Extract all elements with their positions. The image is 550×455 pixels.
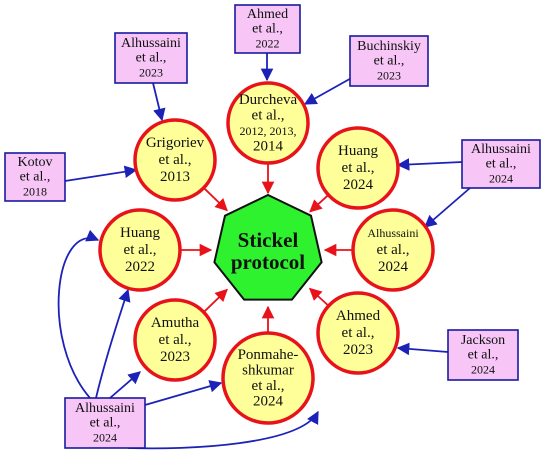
arrow-alhussaini-bottom-to-amutha: [109, 371, 141, 399]
circle-shape: [221, 331, 315, 425]
circle-durcheva-line-4: 2014: [253, 138, 284, 154]
circle-ponmahe-line-1: Ponmahe-: [238, 347, 299, 363]
circle-huang-2022-line-2: et al.,: [124, 242, 157, 258]
circle-huang-2022-line-1: Huang: [120, 225, 160, 241]
box-ahmed-2022-line-1: Ahmed: [247, 7, 288, 22]
circle-huang-2024-line-3: 2024: [343, 177, 374, 193]
circle-durcheva-line-1: Durcheva: [239, 92, 298, 108]
box-buchinskiy-line-1: Buchinskiy: [357, 39, 421, 54]
circle-shape: [316, 291, 400, 375]
arrow-kotov-to-grigoriev: [64, 165, 138, 182]
circle-huang-2022-line-3: 2022: [125, 259, 155, 275]
arrow-alhussaini-right-to-huang-2024: [396, 158, 463, 171]
arrow-amutha-to-hub: [203, 288, 228, 313]
arrow-alhussaini-bottom-to-ponmahe-loop: [127, 410, 319, 450]
circle-huang-2024-line-1: Huang: [338, 143, 378, 159]
circle-shape: [316, 126, 400, 210]
circle-alhussaini-right-line-2: et al.,: [377, 242, 410, 258]
arrow-ahmed-2023-to-hub: [308, 287, 330, 307]
box-shape: [4, 152, 66, 202]
box-jackson-line-1: Jackson: [461, 333, 505, 348]
box-jackson-line-2: et al.,: [468, 348, 499, 363]
box-kotov-line-3: 2018: [23, 185, 47, 199]
circle-amutha-line-2: et al.,: [159, 332, 192, 348]
box-alhussaini-2023-line-3: 2023: [139, 66, 163, 80]
circle-ponmahe-line-3: et al.,: [252, 378, 285, 394]
box-ahmed-2022-line-2: et al.,: [252, 22, 283, 37]
circle-ponmahe-line-4: 2024: [253, 393, 284, 409]
box-shape: [234, 4, 301, 54]
box-alhussaini-2024-bottom-line-2: et al.,: [90, 416, 121, 431]
arrow-jackson-to-ahmed-2023: [396, 342, 449, 356]
arrow-alhussaini-bottom-to-huang-2022-low: [95, 288, 131, 399]
arrow-alhussaini-right-to-alhussaini-circle: [424, 187, 471, 228]
circle-alhussaini-right-line-1: Alhussaini: [367, 226, 419, 240]
box-alhussaini-2024-right-line-3: 2024: [489, 172, 513, 186]
box-ahmed-2022-line-3: 2022: [256, 37, 280, 51]
circle-durcheva-line-3: 2012, 2013,: [240, 124, 297, 138]
circle-shape: [133, 118, 217, 202]
circle-huang-2024-line-2: et al.,: [342, 160, 375, 176]
circle-grigoriev-line-2: et al.,: [159, 152, 192, 168]
circle-durcheva-line-2: et al.,: [252, 107, 285, 123]
circle-amutha-line-3: 2023: [160, 349, 190, 365]
circle-shape: [98, 208, 182, 292]
box-shape: [114, 32, 188, 84]
arrow-alhussaini-bottom-to-ponmahe: [144, 380, 223, 406]
box-buchinskiy-line-2: et al.,: [374, 54, 405, 69]
box-shape: [447, 329, 519, 381]
box-alhussaini-2024-bottom-line-1: Alhussaini: [75, 401, 135, 416]
circle-node-alhussaini-right: Alhussaini et al.,2024: [351, 208, 435, 292]
arrow-alhussaini-2023-to-grigoriev: [152, 82, 166, 122]
circle-grigoriev-line-3: 2013: [160, 169, 190, 185]
circle-ahmed-2023-line-3: 2023: [343, 342, 373, 358]
circle-ahmed-2023-line-1: Ahmed: [336, 308, 381, 324]
box-alhussaini-2024-right-line-2: et al.,: [486, 157, 517, 172]
arrow-huang-2024-to-hub: [309, 194, 330, 213]
box-jackson-line-3: 2024: [471, 363, 495, 377]
circle-ponmahe-line-2: shkumar: [242, 362, 294, 378]
circle-amutha-line-1: Amutha: [151, 315, 200, 331]
box-alhussaini-2023-line-2: et al.,: [136, 51, 167, 66]
box-alhussaini-2024-bottom-line-3: 2024: [93, 431, 117, 445]
hub-heptagon: [213, 193, 323, 301]
arrow-alhussaini-bottom-to-huang-2022: [57, 229, 100, 399]
arrow-grigoriev-to-hub: [203, 187, 228, 212]
circle-shape: [226, 81, 310, 165]
box-kotov-line-1: Kotov: [18, 155, 53, 170]
box-alhussaini-2024-right-line-1: Alhussaini: [471, 142, 531, 157]
box-shape: [64, 397, 146, 449]
box-shape: [461, 139, 541, 189]
box-alhussaini-2023-line-1: Alhussaini: [121, 36, 181, 51]
box-buchinskiy-line-3: 2023: [377, 69, 401, 83]
link-layer: [57, 53, 471, 450]
hub-line-2: protocol: [231, 250, 305, 274]
arrow-buchinskiy-to-durcheva: [303, 75, 356, 105]
circle-ahmed-2023-line-2: et al.,: [342, 325, 375, 341]
circle-alhussaini-right-line-3: 2024: [378, 259, 409, 275]
hub-line-1: Stickel: [238, 228, 299, 252]
box-kotov-line-2: et al.,: [20, 170, 51, 185]
circle-grigoriev-line-1: Grigoriev: [146, 135, 205, 151]
circle-shape: [351, 208, 435, 292]
circle-shape: [133, 298, 217, 382]
box-shape: [349, 35, 429, 87]
